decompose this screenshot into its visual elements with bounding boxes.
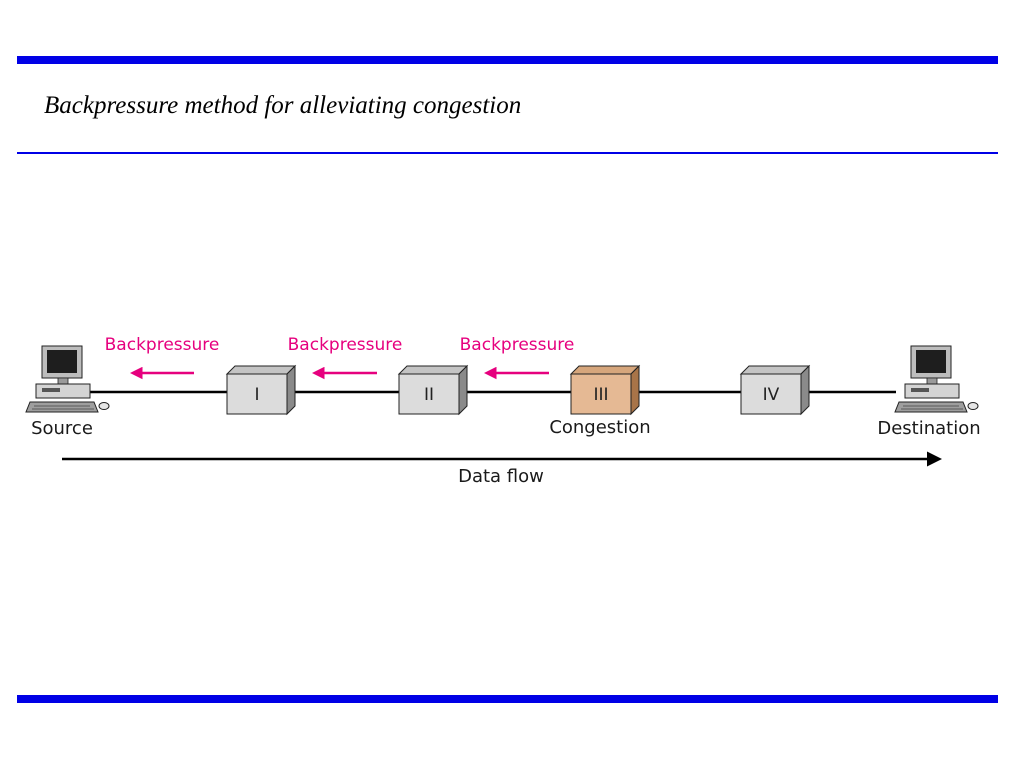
- source-computer-icon: [25, 345, 110, 413]
- node-1-box: I: [225, 364, 297, 416]
- top-rule: [17, 56, 998, 64]
- source-label: Source: [31, 418, 93, 439]
- backpressure-label-2: Backpressure: [288, 335, 403, 355]
- bottom-rule: [17, 695, 998, 703]
- node-4-label: IV: [763, 385, 780, 405]
- node-2-box: II: [397, 364, 469, 416]
- backpressure-label-3: Backpressure: [460, 335, 575, 355]
- destination-computer-icon: [894, 345, 979, 413]
- title-underline: [17, 152, 998, 154]
- data-flow-label: Data flow: [458, 466, 544, 487]
- node-3-congested-box: III: [569, 364, 641, 416]
- node-1-label: I: [254, 385, 259, 405]
- backpressure-label-1: Backpressure: [105, 335, 220, 355]
- node-2-label: II: [424, 385, 434, 405]
- congestion-label: Congestion: [549, 417, 650, 438]
- destination-label: Destination: [877, 418, 980, 439]
- slide-title: Backpressure method for alleviating cong…: [44, 92, 522, 119]
- node-4-box: IV: [739, 364, 811, 416]
- node-3-label: III: [593, 385, 608, 405]
